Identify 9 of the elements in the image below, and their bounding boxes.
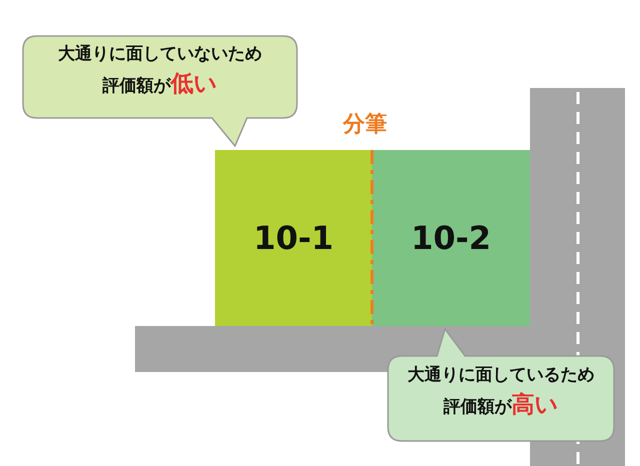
land-lot [215,150,372,326]
lot-number: 10-2 [410,219,492,257]
speech-bubble [387,328,615,442]
split-label: 分筆 [343,112,387,138]
land-lot [372,150,530,326]
lot-number: 10-1 [253,219,334,257]
callout-text: 大通りに面していないため評価額が低い [57,43,263,100]
speech-bubble [22,35,298,147]
callout-text: 大通りに面しているため評価額が高い [406,364,596,420]
